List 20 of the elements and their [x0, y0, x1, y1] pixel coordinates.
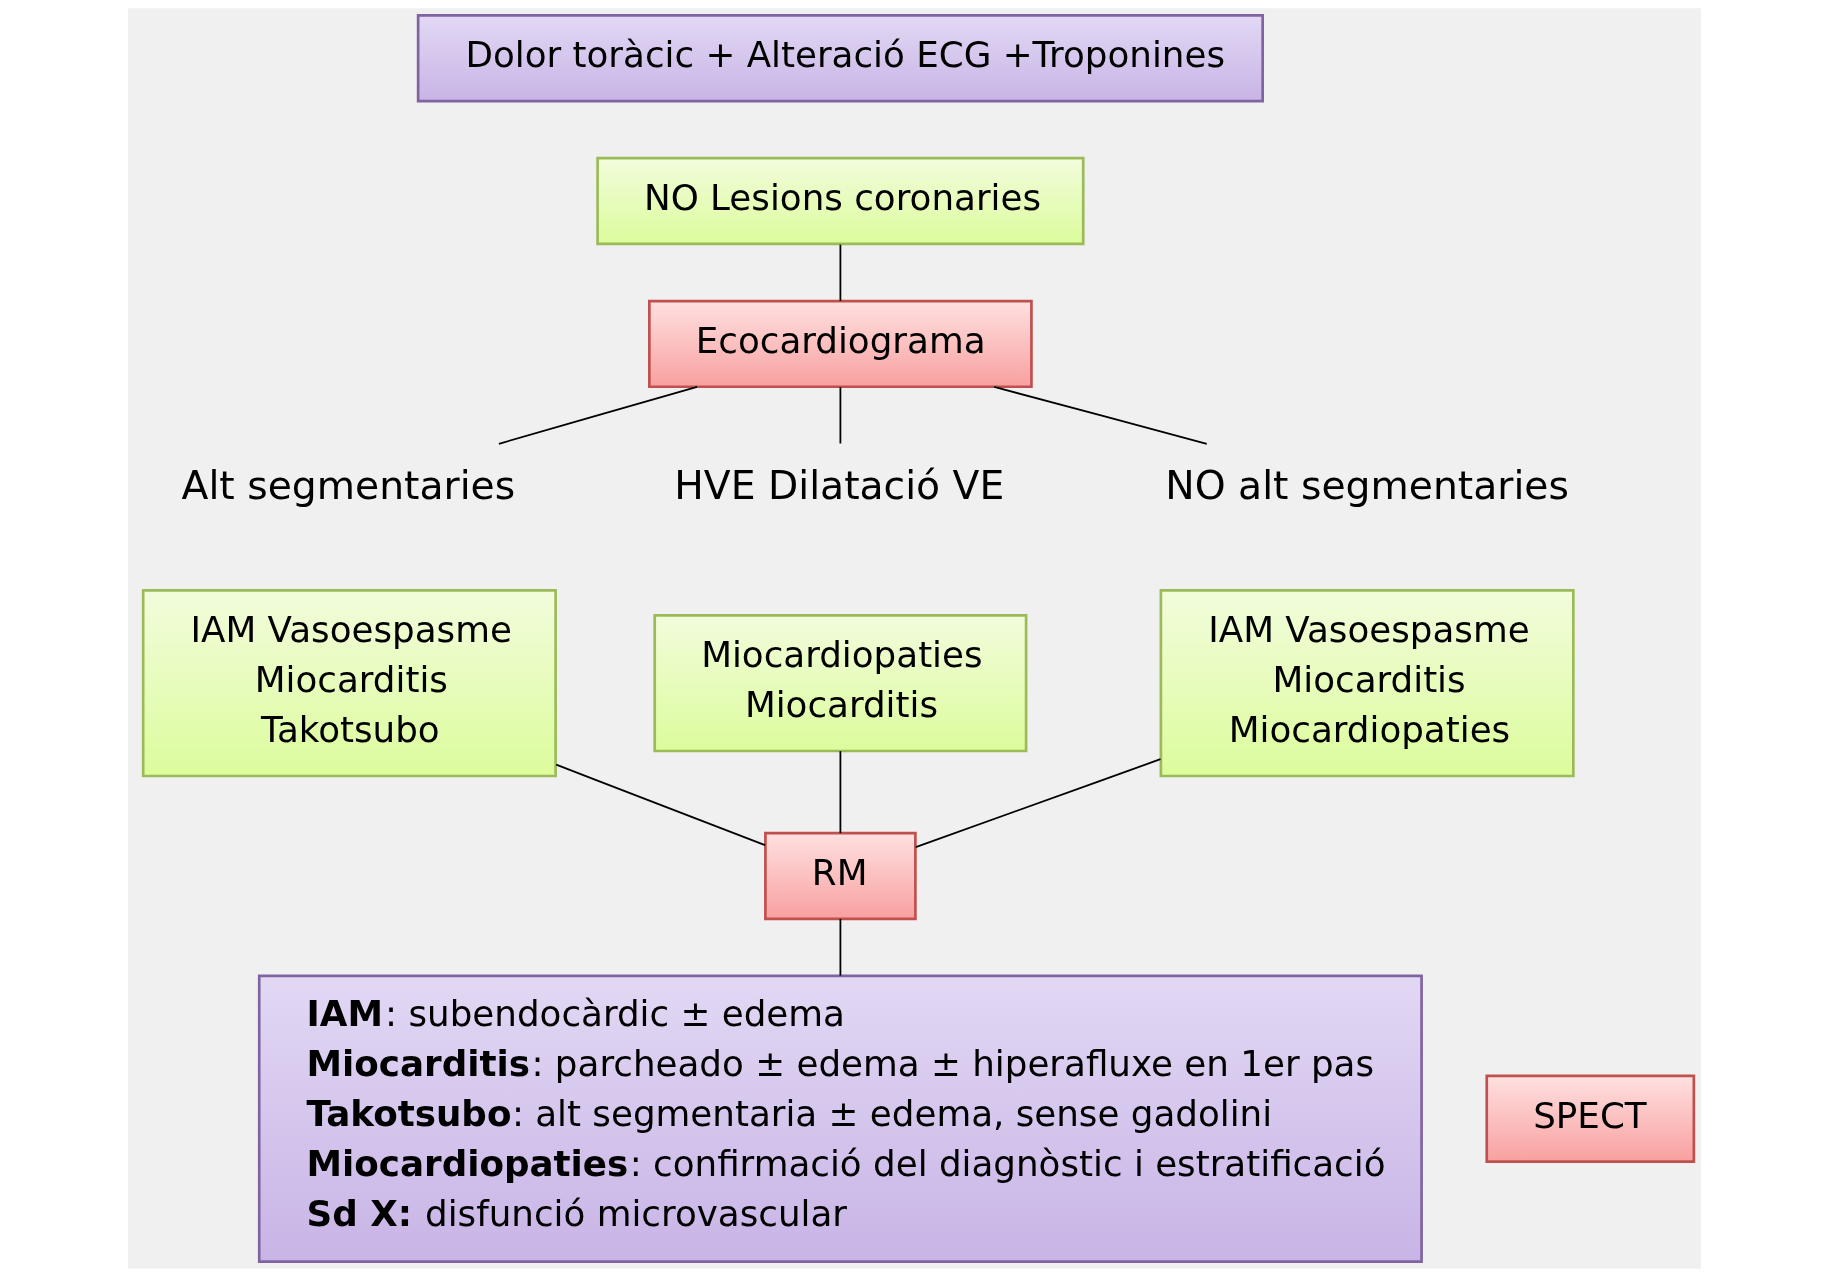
connector: [839, 243, 841, 302]
connector: [839, 386, 841, 445]
node-box: Dolor toràcic + Alteració ECG +Troponines: [416, 14, 1264, 103]
node-text: Alt segmentaries: [181, 462, 515, 508]
node-box: Ecocardiograma: [647, 299, 1033, 389]
node-text: HVE Dilatació VE: [673, 462, 1004, 508]
node-box: NO Lesions coronaries: [595, 156, 1085, 246]
connector: [992, 385, 1208, 445]
connector: [554, 763, 766, 847]
node-box: IAM: subendocàrdic ± edema Miocarditis: parcheado ± edema ± hiperafluxe en 1er pas Takotsubo: alt segmentaria ± edema, sense gadolini Miocardiopaties: confirmació del diagnòstic i estratificació Sd X: disfunció microvascular: [257, 974, 1423, 1263]
node-text: NO alt segmentaries: [1164, 462, 1569, 508]
node-box: IAM Vasoespasme Miocarditis Takotsubo: [141, 588, 557, 778]
node-box: SPECT: [1484, 1074, 1695, 1163]
node-box: RM: [763, 831, 917, 921]
connector: [839, 918, 841, 977]
node-box: Miocardiopaties Miocarditis: [652, 613, 1027, 753]
connector: [497, 385, 698, 445]
connector: [839, 750, 841, 834]
connector: [914, 758, 1161, 848]
node-box: IAM Vasoespasme Miocarditis Miocardiopaties: [1159, 588, 1575, 778]
